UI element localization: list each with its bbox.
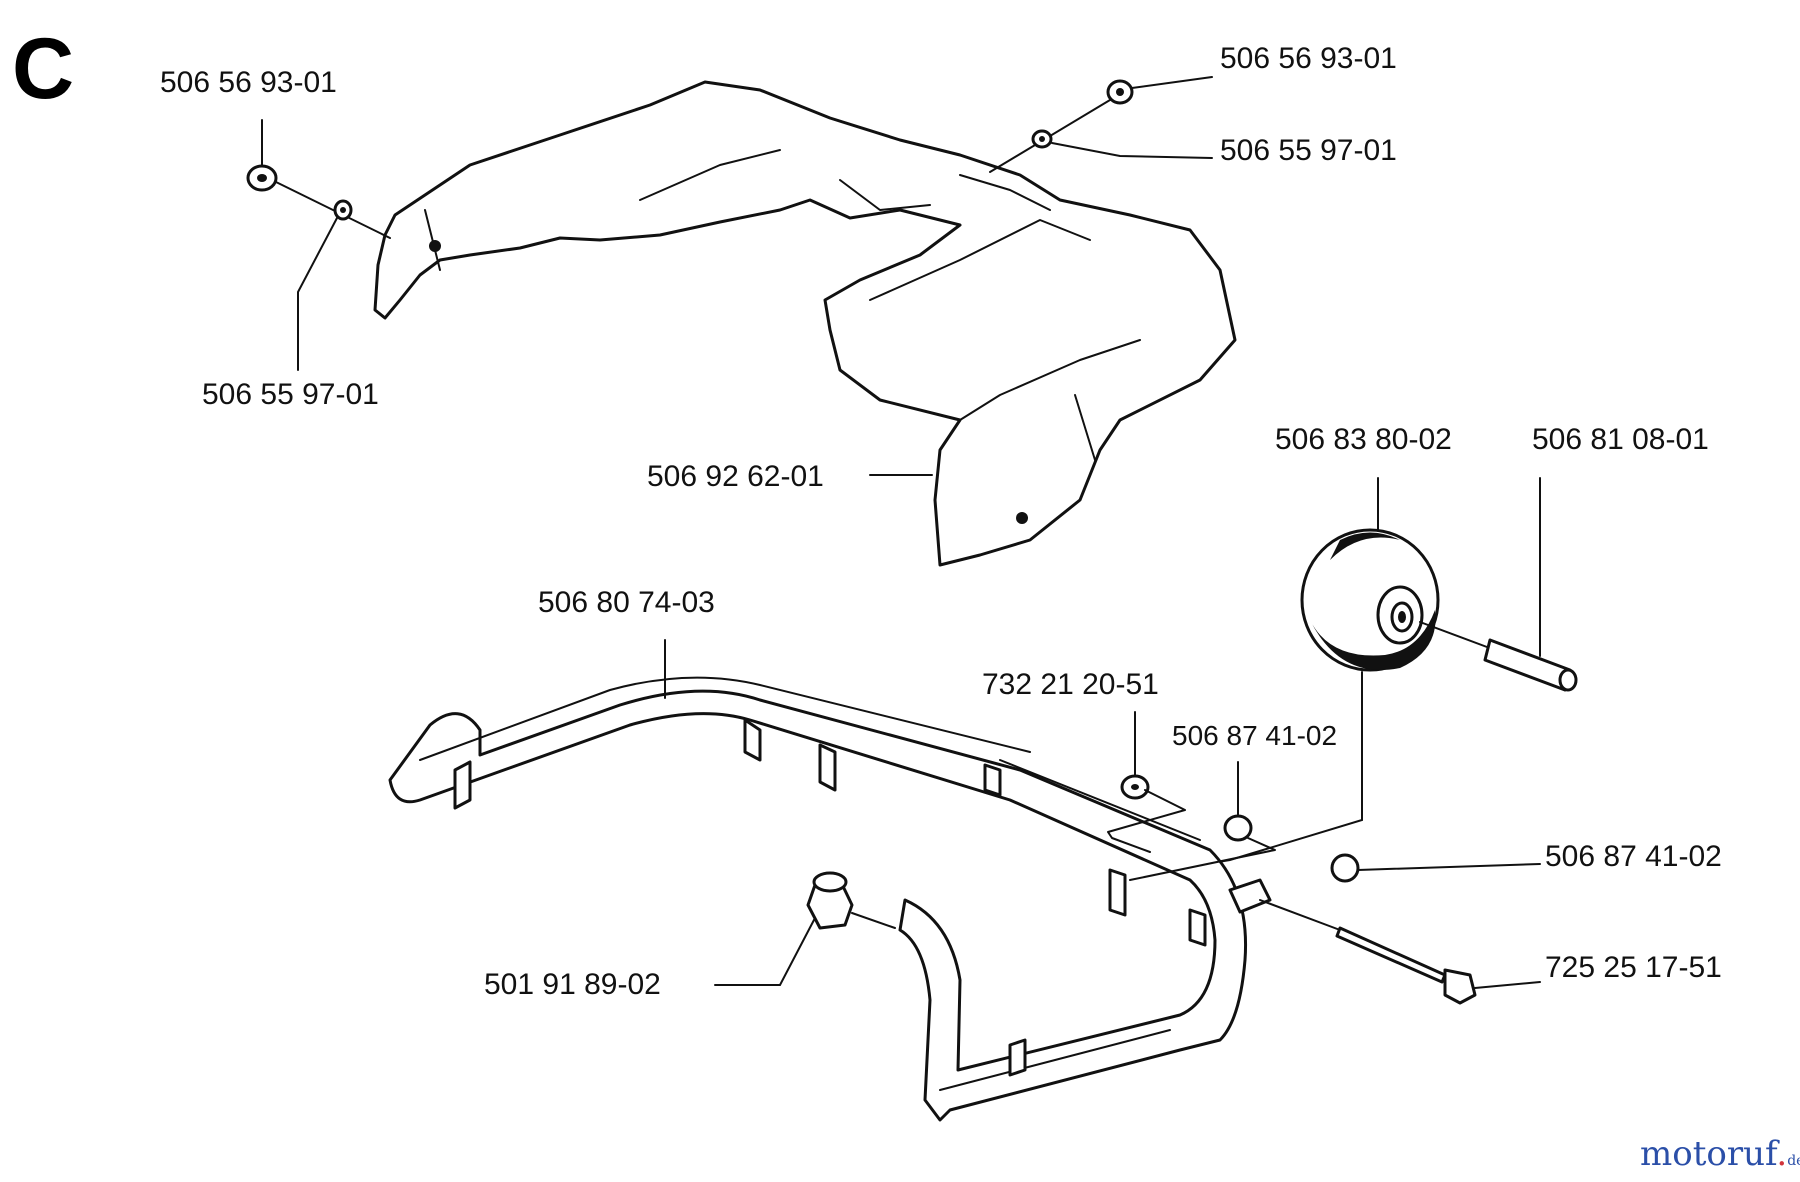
- cover-part: [373, 80, 1237, 567]
- bumper-part: [714, 871, 896, 986]
- label-spacer-upper: 506 87 41-02: [1172, 720, 1338, 751]
- label-spacer-right: 506 87 41-02: [1545, 840, 1722, 873]
- frame-part: [388, 639, 1272, 1122]
- section-letter: C: [12, 21, 75, 117]
- label-bolt: 725 25 17-51: [1545, 951, 1722, 984]
- label-nut-small: 732 21 20-51: [982, 668, 1159, 701]
- right-fasteners: [989, 76, 1213, 173]
- label-wheel: 506 83 80-02: [1275, 423, 1452, 456]
- watermark-dot: .: [1776, 1134, 1788, 1174]
- watermark-tld: de: [1787, 1153, 1800, 1169]
- label-nut-left: 506 56 93-01: [160, 66, 337, 99]
- left-fasteners: [246, 119, 391, 371]
- wheel-part: [1199, 477, 1578, 866]
- watermark-logo: motoruf.de: [1640, 1134, 1800, 1174]
- label-bumper: 501 91 89-02: [484, 968, 661, 1001]
- label-washer-left: 506 55 97-01: [202, 378, 379, 411]
- label-nut-right: 506 56 93-01: [1220, 42, 1397, 75]
- label-frame: 506 80 74-03: [538, 586, 715, 619]
- small-hardware: [1107, 711, 1541, 883]
- label-cover: 506 92 62-01: [647, 460, 824, 493]
- label-axle: 506 81 08-01: [1532, 423, 1709, 456]
- watermark-text: motoruf: [1640, 1134, 1777, 1174]
- bolt-part: [1259, 899, 1541, 1005]
- label-washer-right: 506 55 97-01: [1220, 134, 1397, 167]
